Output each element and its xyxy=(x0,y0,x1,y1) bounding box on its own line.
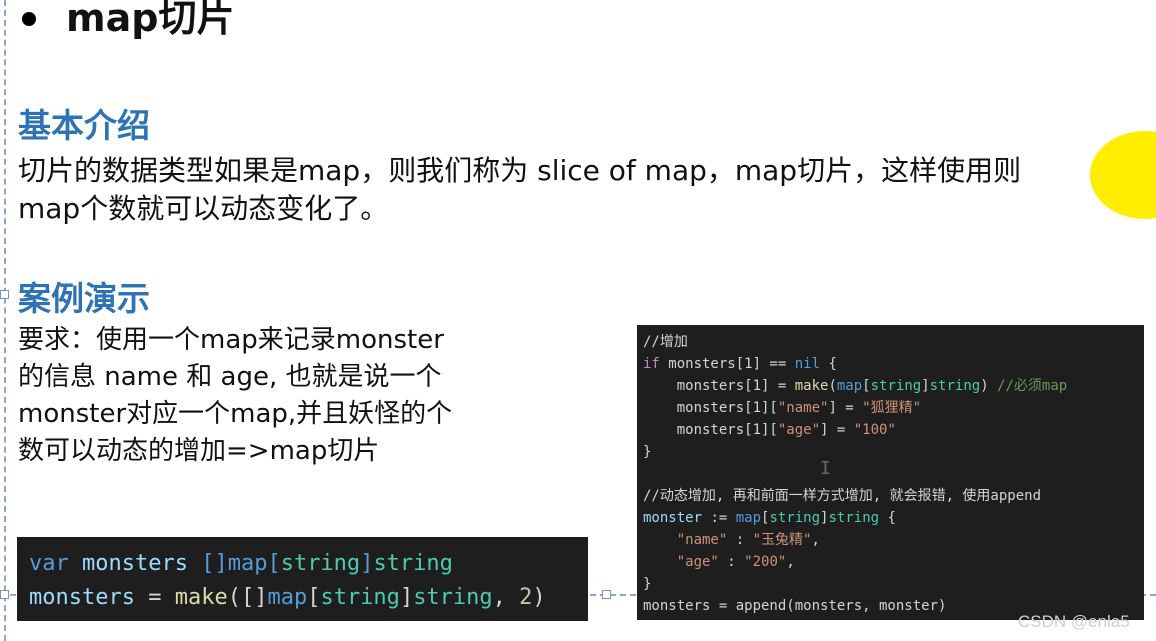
requirement-text: 要求：使用一个map来记录monster 的信息 name 和 age, 也就是… xyxy=(18,322,488,470)
code-line: var monsters []map[string]string xyxy=(29,551,453,576)
code-line: monsters = make([]map[string]string, 2) xyxy=(29,585,546,610)
requirement-line: 的信息 name 和 age, 也就是说一个 xyxy=(18,362,442,392)
code-line: } xyxy=(643,444,652,460)
intro-line-1: 切片的数据类型如果是map，则我们称为 slice of map，map切片，这… xyxy=(18,154,1022,187)
cursor-highlight xyxy=(1090,131,1156,219)
slide-guide-vertical xyxy=(4,0,6,641)
requirement-line: 数可以动态的增加=>map切片 xyxy=(18,436,380,466)
intro-line-2: map个数就可以动态变化了。 xyxy=(18,192,389,225)
code-block-right: //增加 if monsters[1] == nil { monsters[1]… xyxy=(637,325,1144,620)
slide-title: map切片 xyxy=(66,0,235,40)
requirement-line: monster对应一个map,并且妖怪的个 xyxy=(18,399,453,429)
code-line: if monsters[1] == nil { xyxy=(643,356,837,372)
requirement-line: 要求：使用一个map来记录monster xyxy=(18,325,444,355)
resize-handle-bottom-left[interactable] xyxy=(0,590,9,599)
code-line: } xyxy=(643,576,652,592)
code-line: "age" : "200", xyxy=(643,554,795,570)
code-line: monsters[1]["name"] = "狐狸精" xyxy=(643,400,922,416)
code-line: monsters[1]["age"] = "100" xyxy=(643,422,896,438)
code-line: monsters = append(monsters, monster) xyxy=(643,598,947,614)
watermark: CSDN @enla5 xyxy=(1018,612,1130,631)
code-line: "name" : "玉兔精", xyxy=(643,532,820,548)
resize-handle-bottom-mid[interactable] xyxy=(602,590,611,599)
code-line: monster := map[string]string { xyxy=(643,510,896,526)
text-cursor-icon: I xyxy=(820,458,831,479)
code-comment: //增加 xyxy=(643,334,688,350)
demo-heading: 案例演示 xyxy=(18,279,150,318)
code-blank-line xyxy=(643,463,1144,485)
code-comment: //动态增加, 再和前面一样方式增加, 就会报错, 使用append xyxy=(643,488,1042,504)
intro-heading: 基本介绍 xyxy=(18,106,150,145)
code-block-left: var monsters []map[string]string monster… xyxy=(17,537,588,621)
resize-handle-left[interactable] xyxy=(0,290,9,299)
bullet-icon xyxy=(22,12,36,26)
code-line: monsters[1] = make(map[string]string) //… xyxy=(643,378,1068,394)
